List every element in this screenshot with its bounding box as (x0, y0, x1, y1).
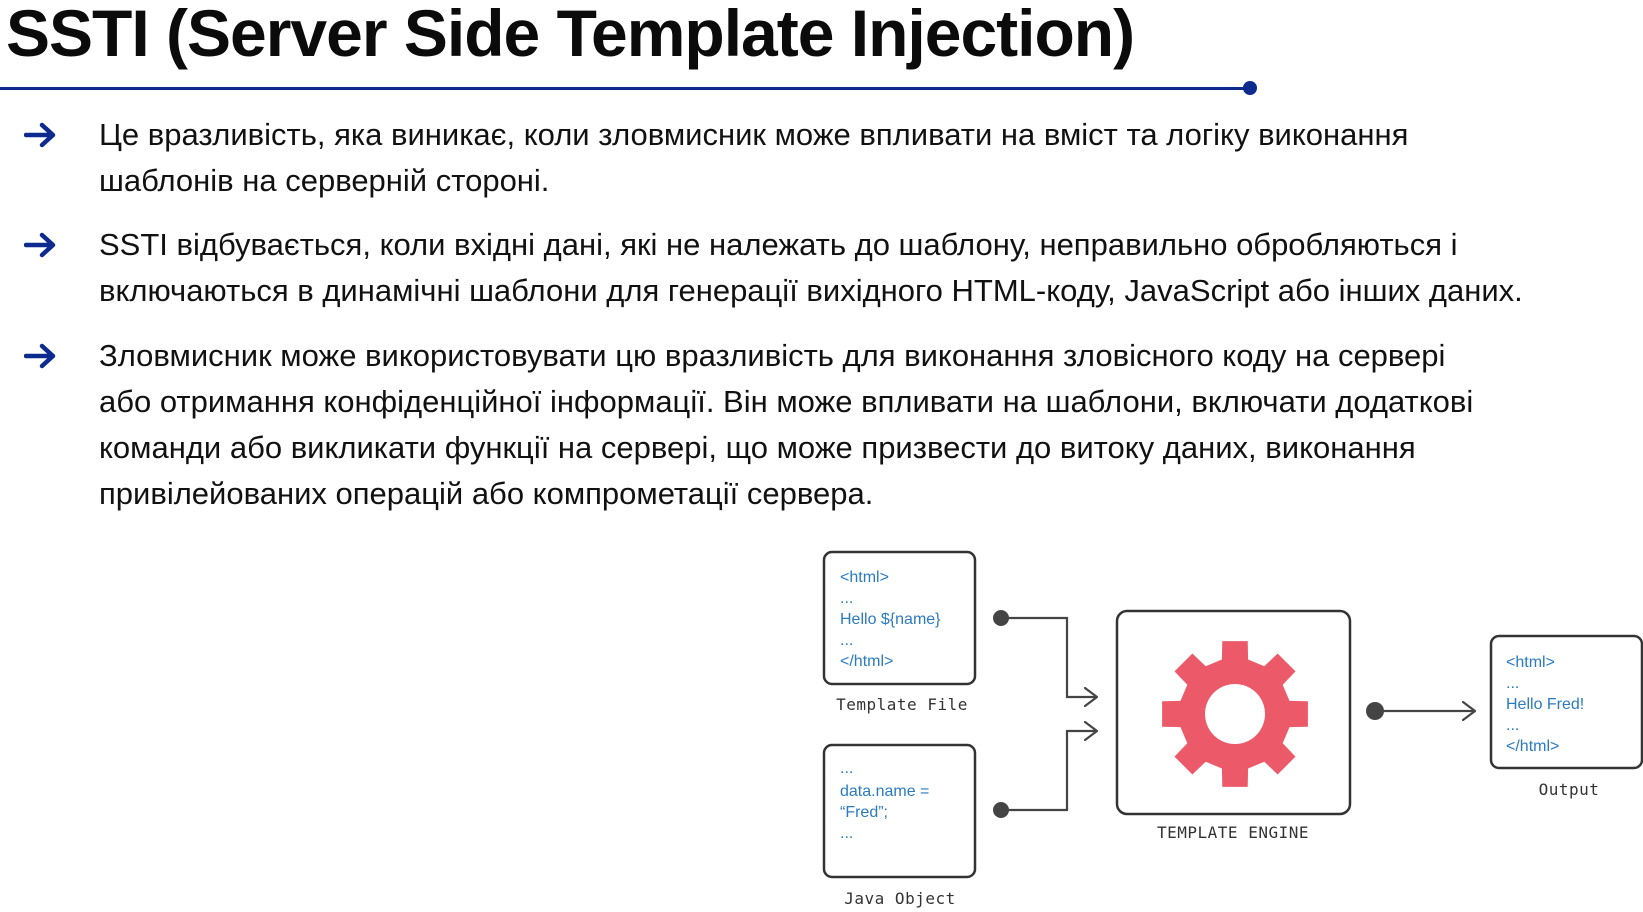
java-object-box (822, 743, 977, 879)
template-file-line-1: <html> (840, 569, 889, 586)
gear-icon (1162, 641, 1308, 787)
bullet-text-2: SSTI відбувається, коли вхідні дані, які… (99, 227, 1523, 308)
bullet-text-3: Зловмисник може використовувати цю вразл… (99, 338, 1474, 511)
template-file-line-4: ... (840, 632, 853, 649)
output-line-4: ... (1506, 717, 1519, 734)
output-line-2: ... (1506, 675, 1519, 692)
input-connectors (993, 610, 1097, 818)
template-engine-node: TEMPLATE ENGINE (1115, 609, 1352, 842)
output-line-1: <html> (1506, 654, 1555, 671)
output-line-3: Hello Fred! (1506, 696, 1584, 713)
template-file-line-5: </html> (840, 653, 893, 670)
page-title: SSTI (Server Side Template Injection) (6, 0, 1135, 70)
output-line-5: </html> (1506, 738, 1559, 755)
output-caption: Output (1539, 780, 1600, 799)
java-object-connector-arrow (1001, 731, 1097, 812)
template-file-line-3: Hello ${name} (840, 611, 941, 628)
output-node: <html> ... Hello Fred! ... </html> Outpu… (1489, 634, 1643, 799)
gear-shape (1162, 641, 1308, 787)
java-object-node: ... data.name = “Fred”; ... Java Object (822, 743, 977, 908)
java-object-caption: Java Object (844, 889, 955, 908)
template-file-connector-arrow (1001, 616, 1097, 697)
template-file-box (822, 550, 977, 686)
title-underline-dot (1243, 81, 1257, 95)
arrow-right-icon (24, 343, 56, 369)
bullet-text-1: Це вразливість, яка виникає, коли зловми… (99, 117, 1409, 198)
template-file-line-2: ... (840, 590, 853, 607)
template-engine-box (1115, 609, 1352, 816)
title-underline (0, 87, 1250, 90)
java-object-line-2: data.name = (840, 783, 929, 800)
arrow-right-icon (24, 122, 56, 148)
output-connector (1366, 702, 1475, 720)
template-file-node: <html> ... Hello ${name} ... </html> Tem… (822, 550, 977, 714)
template-engine-caption: TEMPLATE ENGINE (1157, 823, 1309, 842)
java-object-line-3: “Fred”; (840, 804, 888, 821)
java-object-line-4: ... (840, 825, 853, 842)
output-box (1489, 634, 1643, 770)
template-file-caption: Template File (836, 695, 968, 714)
arrow-right-icon (24, 232, 56, 258)
java-object-line-1: ... (840, 760, 853, 777)
